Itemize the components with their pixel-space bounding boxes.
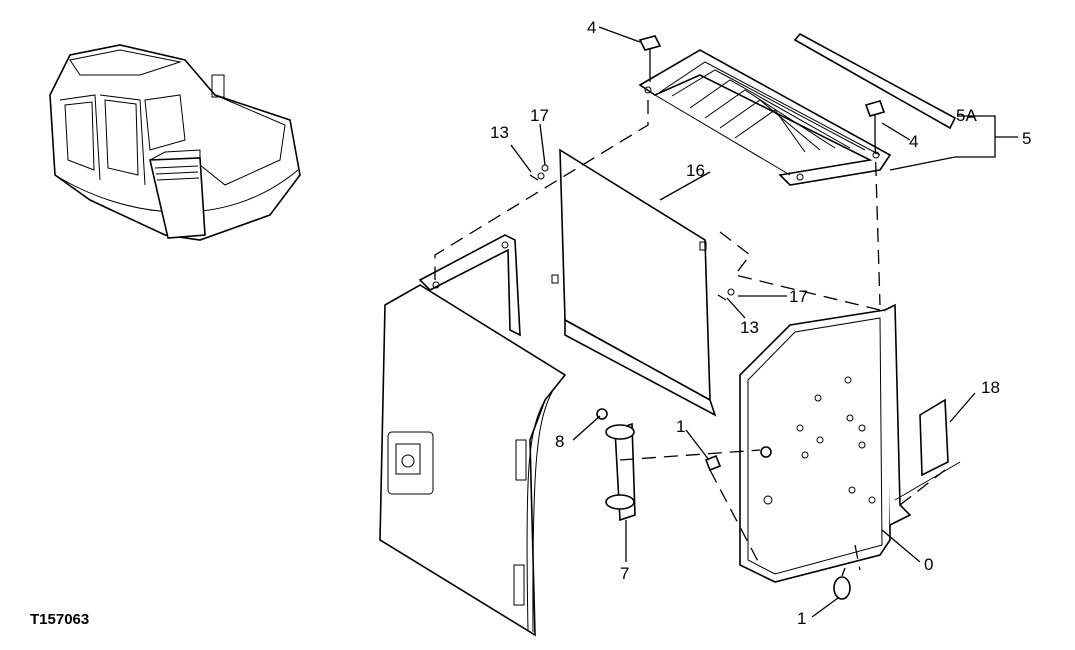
callout-7: 7 <box>620 564 629 583</box>
plate-part-18 <box>894 398 961 501</box>
callout-1-bottom: 1 <box>797 609 806 628</box>
callout-8: 8 <box>555 432 564 451</box>
callout-13-left: 13 <box>490 123 509 142</box>
rail-part-5a <box>793 32 957 130</box>
washer-17-left <box>541 164 549 172</box>
figure-id: T157063 <box>30 611 89 628</box>
screw-13-left <box>529 172 545 181</box>
side-panel-part-0 <box>739 303 912 583</box>
callout-13-right: 13 <box>740 318 759 337</box>
bolt-1-mid <box>704 446 772 472</box>
screw-13-right <box>717 288 735 301</box>
callout-18: 18 <box>981 378 1000 397</box>
callout-4-top: 4 <box>587 18 596 37</box>
bracket-part-7 <box>605 422 636 522</box>
bolt-4-top <box>638 35 662 82</box>
callout-1-mid: 1 <box>676 417 685 436</box>
callout-17-left: 17 <box>530 106 549 125</box>
callout-5a: 5A <box>956 106 977 125</box>
callout-5: 5 <box>1022 129 1031 148</box>
door-frame-bracket <box>418 234 521 337</box>
bolt-1-bottom <box>833 567 851 600</box>
panel-part-16 <box>551 148 717 417</box>
callout-4-right: 4 <box>909 132 918 151</box>
callout-0: 0 <box>924 555 933 574</box>
bolt-4-right <box>864 100 886 140</box>
assembly-guide-lines <box>434 100 946 571</box>
callout-16: 16 <box>686 161 705 180</box>
leader-lines <box>510 26 1018 618</box>
excavator-overview-illustration <box>49 44 301 241</box>
step-tread-assembly <box>638 49 892 186</box>
door-panel <box>379 284 567 637</box>
callout-17-right: 17 <box>789 287 808 306</box>
